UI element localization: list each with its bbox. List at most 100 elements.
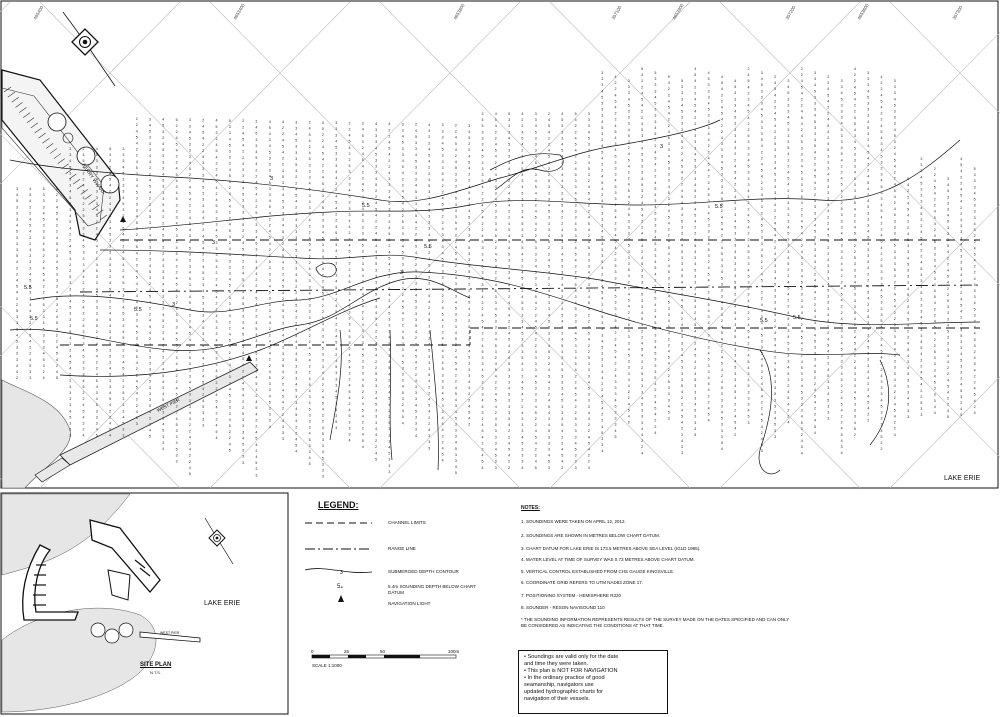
sounding-depth: 3 [521,228,523,232]
sounding-depth: 5 [149,325,151,329]
sounding-depth: 5 [375,348,377,352]
sounding-depth: 4 [641,122,643,126]
sounding-depth: 5 [362,189,364,193]
sounding-depth: 3 [854,165,856,169]
sounding-depth: 4 [495,374,497,378]
sounding-depth: 3 [575,350,577,354]
sounding-depth: 3 [854,262,856,266]
sounding-depth: 5 [388,342,390,346]
sounding-depth: 3 [974,320,976,324]
sounding-depth: 5 [854,201,856,205]
sounding-depth: 5 [615,350,617,354]
sounding-depth: 4 [548,149,550,153]
sounding-depth: 5 [535,271,537,275]
sounding-depth: 3 [482,356,484,360]
sounding-depth: 3 [894,335,896,339]
sounding-depth: 2 [641,226,643,230]
sounding-depth: 4 [136,184,138,188]
sounding-depth: 3 [814,242,816,246]
sounding-depth: 2 [202,253,204,257]
sounding-depth: 4 [681,311,683,315]
sounding-depth: 5 [269,181,271,185]
sounding-depth: 5 [761,138,763,142]
sounding-depth: 4 [176,258,178,262]
sounding-depth: 5 [748,110,750,114]
sounding-depth: 3 [415,318,417,322]
sounding-depth: 3 [442,270,444,274]
sounding-depth: 4 [96,245,98,249]
sounding-depth: 3 [774,411,776,415]
sounding-depth: 5 [694,323,696,327]
sounding-depth: 4 [668,252,670,256]
site-islet [90,622,106,638]
sounding-depth: 4 [56,291,58,295]
sounding-depth: 5 [561,368,563,372]
sounding-depth: 2 [681,286,683,290]
sounding-depth: 4 [149,154,151,158]
sounding-depth: 5 [122,367,124,371]
sounding-depth: 3 [335,402,337,406]
sounding-depth: 3 [362,256,364,260]
sounding-depth: 4 [801,201,803,205]
sounding-depth: 2 [575,155,577,159]
sounding-depth: 4 [295,273,297,277]
sounding-depth: 4 [588,380,590,384]
sounding-depth: 5 [801,140,803,144]
sounding-depth: 4 [455,410,457,414]
sounding-depth: 3 [561,411,563,415]
sounding-depth: 3 [881,307,883,311]
sounding-depth: 5 [508,112,510,116]
sounding-depth: 5 [575,283,577,287]
sounding-depth: 3 [415,312,417,316]
sounding-depth: 4 [654,431,656,435]
sounding-depth: 4 [216,119,218,123]
sounding-depth: 4 [561,460,563,464]
sounding-depth: 5 [615,319,617,323]
sounding-depth: 2 [920,255,922,259]
sounding-depth: 5 [548,460,550,464]
contour-label: 3 [212,240,215,246]
sounding-depth: 3 [881,417,883,421]
sounding-depth: 2 [801,67,803,71]
sounding-depth: 3 [894,360,896,364]
sounding-depth: 3 [428,361,430,365]
sounding-depth: 4 [189,185,191,189]
sounding-depth: 3 [309,285,311,289]
sounding-depth: 5 [255,242,257,246]
sounding-depth: 5 [255,132,257,136]
sounding-depth: 4 [402,312,404,316]
sounding-depth: 3 [934,393,936,397]
sounding-depth: 3 [69,202,71,206]
sounding-depth: 4 [641,104,643,108]
sounding-depth: 4 [854,238,856,242]
sounding-depth: 2 [894,317,896,321]
sounding-depth: 2 [761,407,763,411]
sounding-depth: 2 [974,374,976,378]
sounding-depth: 5 [495,149,497,153]
sounding-depth: 4 [654,181,656,185]
sounding-depth: 2 [575,405,577,409]
sounding-depth: 3 [83,342,85,346]
sounding-depth: 5 [96,184,98,188]
sounding-depth: 3 [761,339,763,343]
sounding-depth: 5 [122,312,124,316]
sounding-depth: 5 [761,254,763,258]
sounding-depth: 5 [16,285,18,289]
sounding-depth: 4 [708,211,710,215]
sounding-depth: 4 [881,343,883,347]
sounding-depth: 5 [920,346,922,350]
sounding-depth: 3 [202,161,204,165]
sounding-depth: 2 [801,98,803,102]
sounding-depth: 3 [894,122,896,126]
sounding-depth: 5 [202,131,204,135]
sounding-depth: 3 [402,397,404,401]
sounding-depth: 3 [149,221,151,225]
sounding-depth: 2 [295,425,297,429]
sounding-depth: 3 [508,240,510,244]
sounding-depth: 4 [295,328,297,332]
sounding-depth: 3 [322,322,324,326]
sounding-depth: 4 [56,187,58,191]
sounding-depth: 2 [295,212,297,216]
sounding-depth: 5 [43,327,45,331]
sounding-depth: 2 [960,181,962,185]
